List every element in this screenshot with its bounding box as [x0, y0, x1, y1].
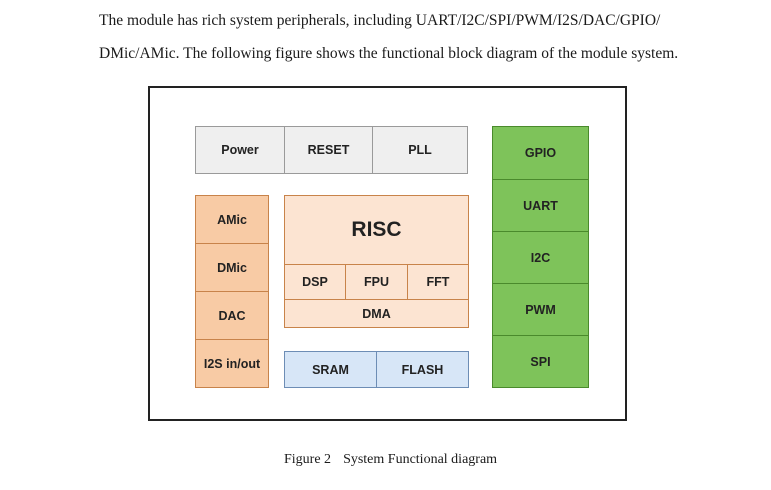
risc-core-block: RISC — [284, 195, 469, 265]
dmic-block: DMic — [195, 243, 269, 292]
sram-block: SRAM — [284, 351, 377, 388]
dsp-block: DSP — [284, 264, 346, 300]
reset-block: RESET — [284, 126, 373, 174]
pwm-block: PWM — [492, 283, 589, 336]
i2c-block: I2C — [492, 231, 589, 284]
fpu-block: FPU — [345, 264, 408, 300]
fft-block: FFT — [407, 264, 469, 300]
pll-block: PLL — [372, 126, 468, 174]
dac-block: DAC — [195, 291, 269, 340]
i2s-block: I2S in/out — [195, 339, 269, 388]
gpio-block: GPIO — [492, 126, 589, 180]
amic-block: AMic — [195, 195, 269, 244]
power-block: Power — [195, 126, 285, 174]
intro-paragraph-line-1: The module has rich system peripherals, … — [99, 12, 661, 29]
figure-caption: Figure 2 System Functional diagram — [284, 452, 497, 468]
spi-block: SPI — [492, 335, 589, 388]
intro-paragraph-line-2: DMic/AMic. The following figure shows th… — [99, 45, 679, 62]
flash-block: FLASH — [376, 351, 469, 388]
figure-caption-text: System Functional diagram — [343, 452, 498, 467]
figure-number: Figure 2 — [284, 452, 332, 467]
dma-block: DMA — [284, 299, 469, 328]
uart-block: UART — [492, 179, 589, 232]
